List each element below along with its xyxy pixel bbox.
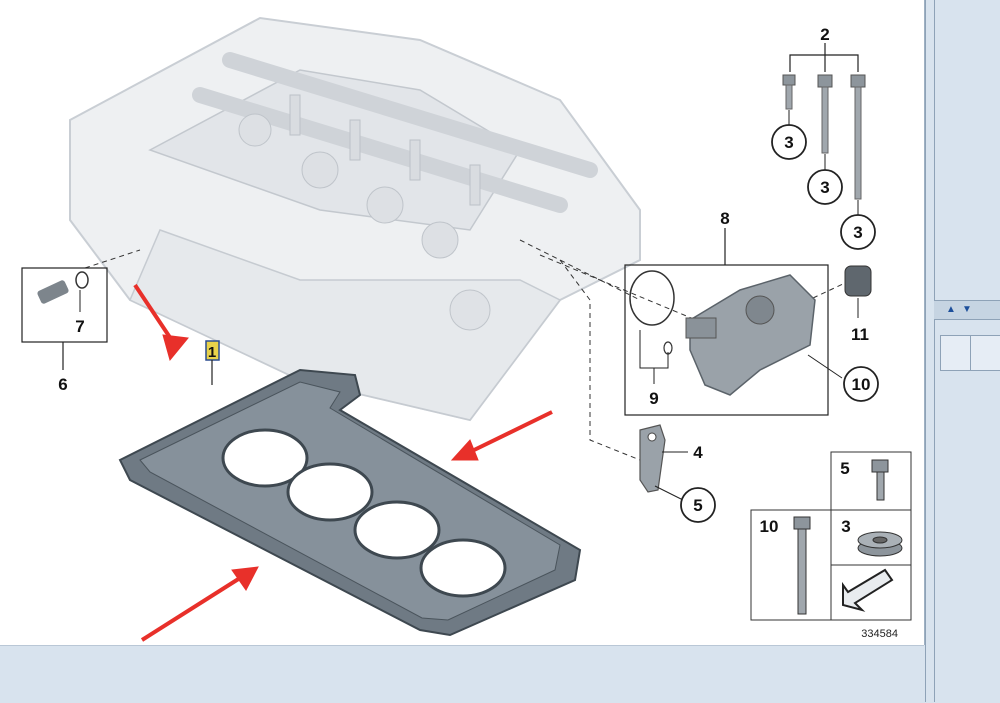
panel-header-cells bbox=[940, 335, 1000, 371]
head-gasket bbox=[118, 368, 582, 637]
callout-2[interactable]: 2 bbox=[820, 25, 829, 44]
bracket-4 bbox=[639, 424, 716, 523]
callout-10[interactable]: 10 bbox=[852, 375, 871, 394]
splitter-up-icon[interactable]: ▲ bbox=[946, 304, 956, 315]
callout-4[interactable]: 4 bbox=[693, 443, 703, 462]
bottom-bar bbox=[0, 645, 924, 703]
callout-3b[interactable]: 3 bbox=[820, 178, 829, 197]
callout-11[interactable]: 11 bbox=[851, 325, 869, 344]
panel-cell[interactable] bbox=[970, 335, 1000, 371]
callout-3c[interactable]: 3 bbox=[853, 223, 862, 242]
diagram-viewer: 1 7 6 2 3 3 3 bbox=[0, 0, 925, 645]
part-8-box bbox=[624, 228, 879, 416]
callout-1[interactable]: 1 bbox=[208, 344, 216, 361]
callout-6[interactable]: 6 bbox=[58, 375, 67, 394]
part-6-7-box bbox=[21, 267, 108, 370]
callout-8[interactable]: 8 bbox=[720, 209, 729, 228]
callout-7[interactable]: 7 bbox=[75, 317, 84, 336]
splitter-down-icon[interactable]: ▼ bbox=[962, 304, 972, 315]
callout-5[interactable]: 5 bbox=[693, 496, 702, 515]
bolts-group bbox=[771, 43, 876, 250]
part-11-bushing bbox=[844, 265, 872, 318]
legend-label-10: 10 bbox=[760, 517, 779, 536]
legend-label-3: 3 bbox=[841, 517, 850, 536]
panel-cell[interactable] bbox=[940, 335, 972, 371]
panel-splitter[interactable]: ▲ ▼ bbox=[934, 300, 1000, 320]
cylinder-head-illustration bbox=[69, 16, 641, 422]
legend-label-5: 5 bbox=[840, 459, 849, 478]
red-arrows bbox=[133, 283, 553, 642]
callout-9[interactable]: 9 bbox=[649, 389, 658, 408]
fastener-legend bbox=[750, 451, 912, 621]
diagram-reference-number: 334584 bbox=[861, 628, 898, 640]
parts-diagram: 1 7 6 2 3 3 3 bbox=[21, 16, 912, 642]
callout-3a[interactable]: 3 bbox=[784, 133, 793, 152]
